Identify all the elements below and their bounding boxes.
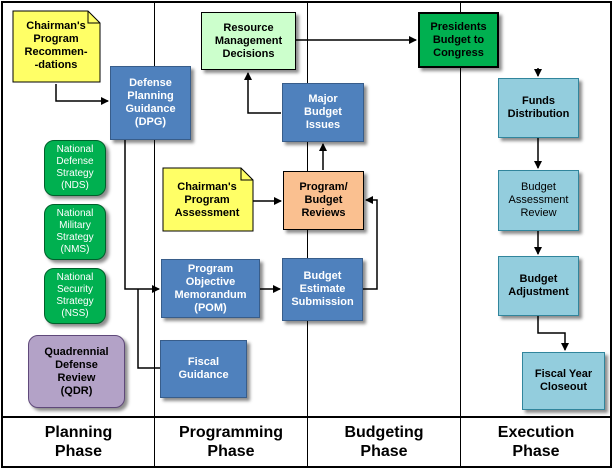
major-budget-issues-box: Major Budget Issues [282, 83, 364, 142]
national-military-strategy-box: National Military Strategy (NMS) [44, 204, 106, 260]
budget-assessment-review-box: Budget Assessment Review [498, 170, 579, 231]
national-defense-strategy-box: National Defense Strategy (NDS) [44, 140, 106, 196]
arrow-recommendations-to-dpg [55, 84, 109, 105]
fiscal-guidance-box: Fiscal Guidance [160, 340, 247, 398]
chairmans-program-recommendations-box: Chairman's Program Recommen- -dations [24, 20, 88, 71]
budgeting-phase-label: Budgeting Phase [344, 424, 424, 460]
budget-estimate-submission-box: Budget Estimate Submission [282, 258, 363, 321]
defense-planning-guidance-box: Defense Planning Guidance (DPG) [110, 66, 191, 140]
quadrennial-defense-review-box: Quadrennial Defense Review (QDR) [28, 335, 125, 408]
phase-row-divider [2, 416, 611, 418]
arrow-major-issues-to-rmd [244, 72, 281, 114]
presidents-budget-to-congress-box: Presidents Budget to Congress [418, 12, 499, 68]
budget-adjustment-box: Budget Adjustment [498, 256, 579, 316]
arrow-bes-to-reviews [363, 196, 378, 290]
arrow-dpg-to-pom [124, 140, 160, 293]
national-security-strategy-box: National Security Strategy (NSS) [44, 268, 106, 324]
execution-phase-label: Execution Phase [497, 424, 575, 460]
chairmans-recommendations-document-shape [12, 10, 101, 83]
chairmans-assessment-document-shape [162, 167, 254, 232]
arrow-fiscal-guidance-to-pom [137, 289, 160, 369]
chairmans-program-assessment-box: Chairman's Program Assessment [174, 180, 240, 219]
arrow-adjustment-to-closeout [537, 316, 569, 351]
resource-management-decisions-box: Resource Management Decisions [201, 12, 296, 70]
funds-distribution-box: Funds Distribution [498, 78, 579, 138]
program-budget-reviews-box: Program/ Budget Reviews [283, 171, 364, 230]
column-divider-planning-programming [154, 2, 155, 466]
fiscal-year-closeout-box: Fiscal Year Closeout [522, 352, 605, 410]
program-objective-memorandum-box: Program Objective Memorandum (POM) [161, 259, 260, 318]
planning-phase-label: Planning Phase [44, 424, 113, 460]
programming-phase-label: Programming Phase [178, 424, 283, 460]
column-divider-programming-budgeting [307, 2, 308, 466]
column-divider-budgeting-execution [460, 2, 461, 466]
